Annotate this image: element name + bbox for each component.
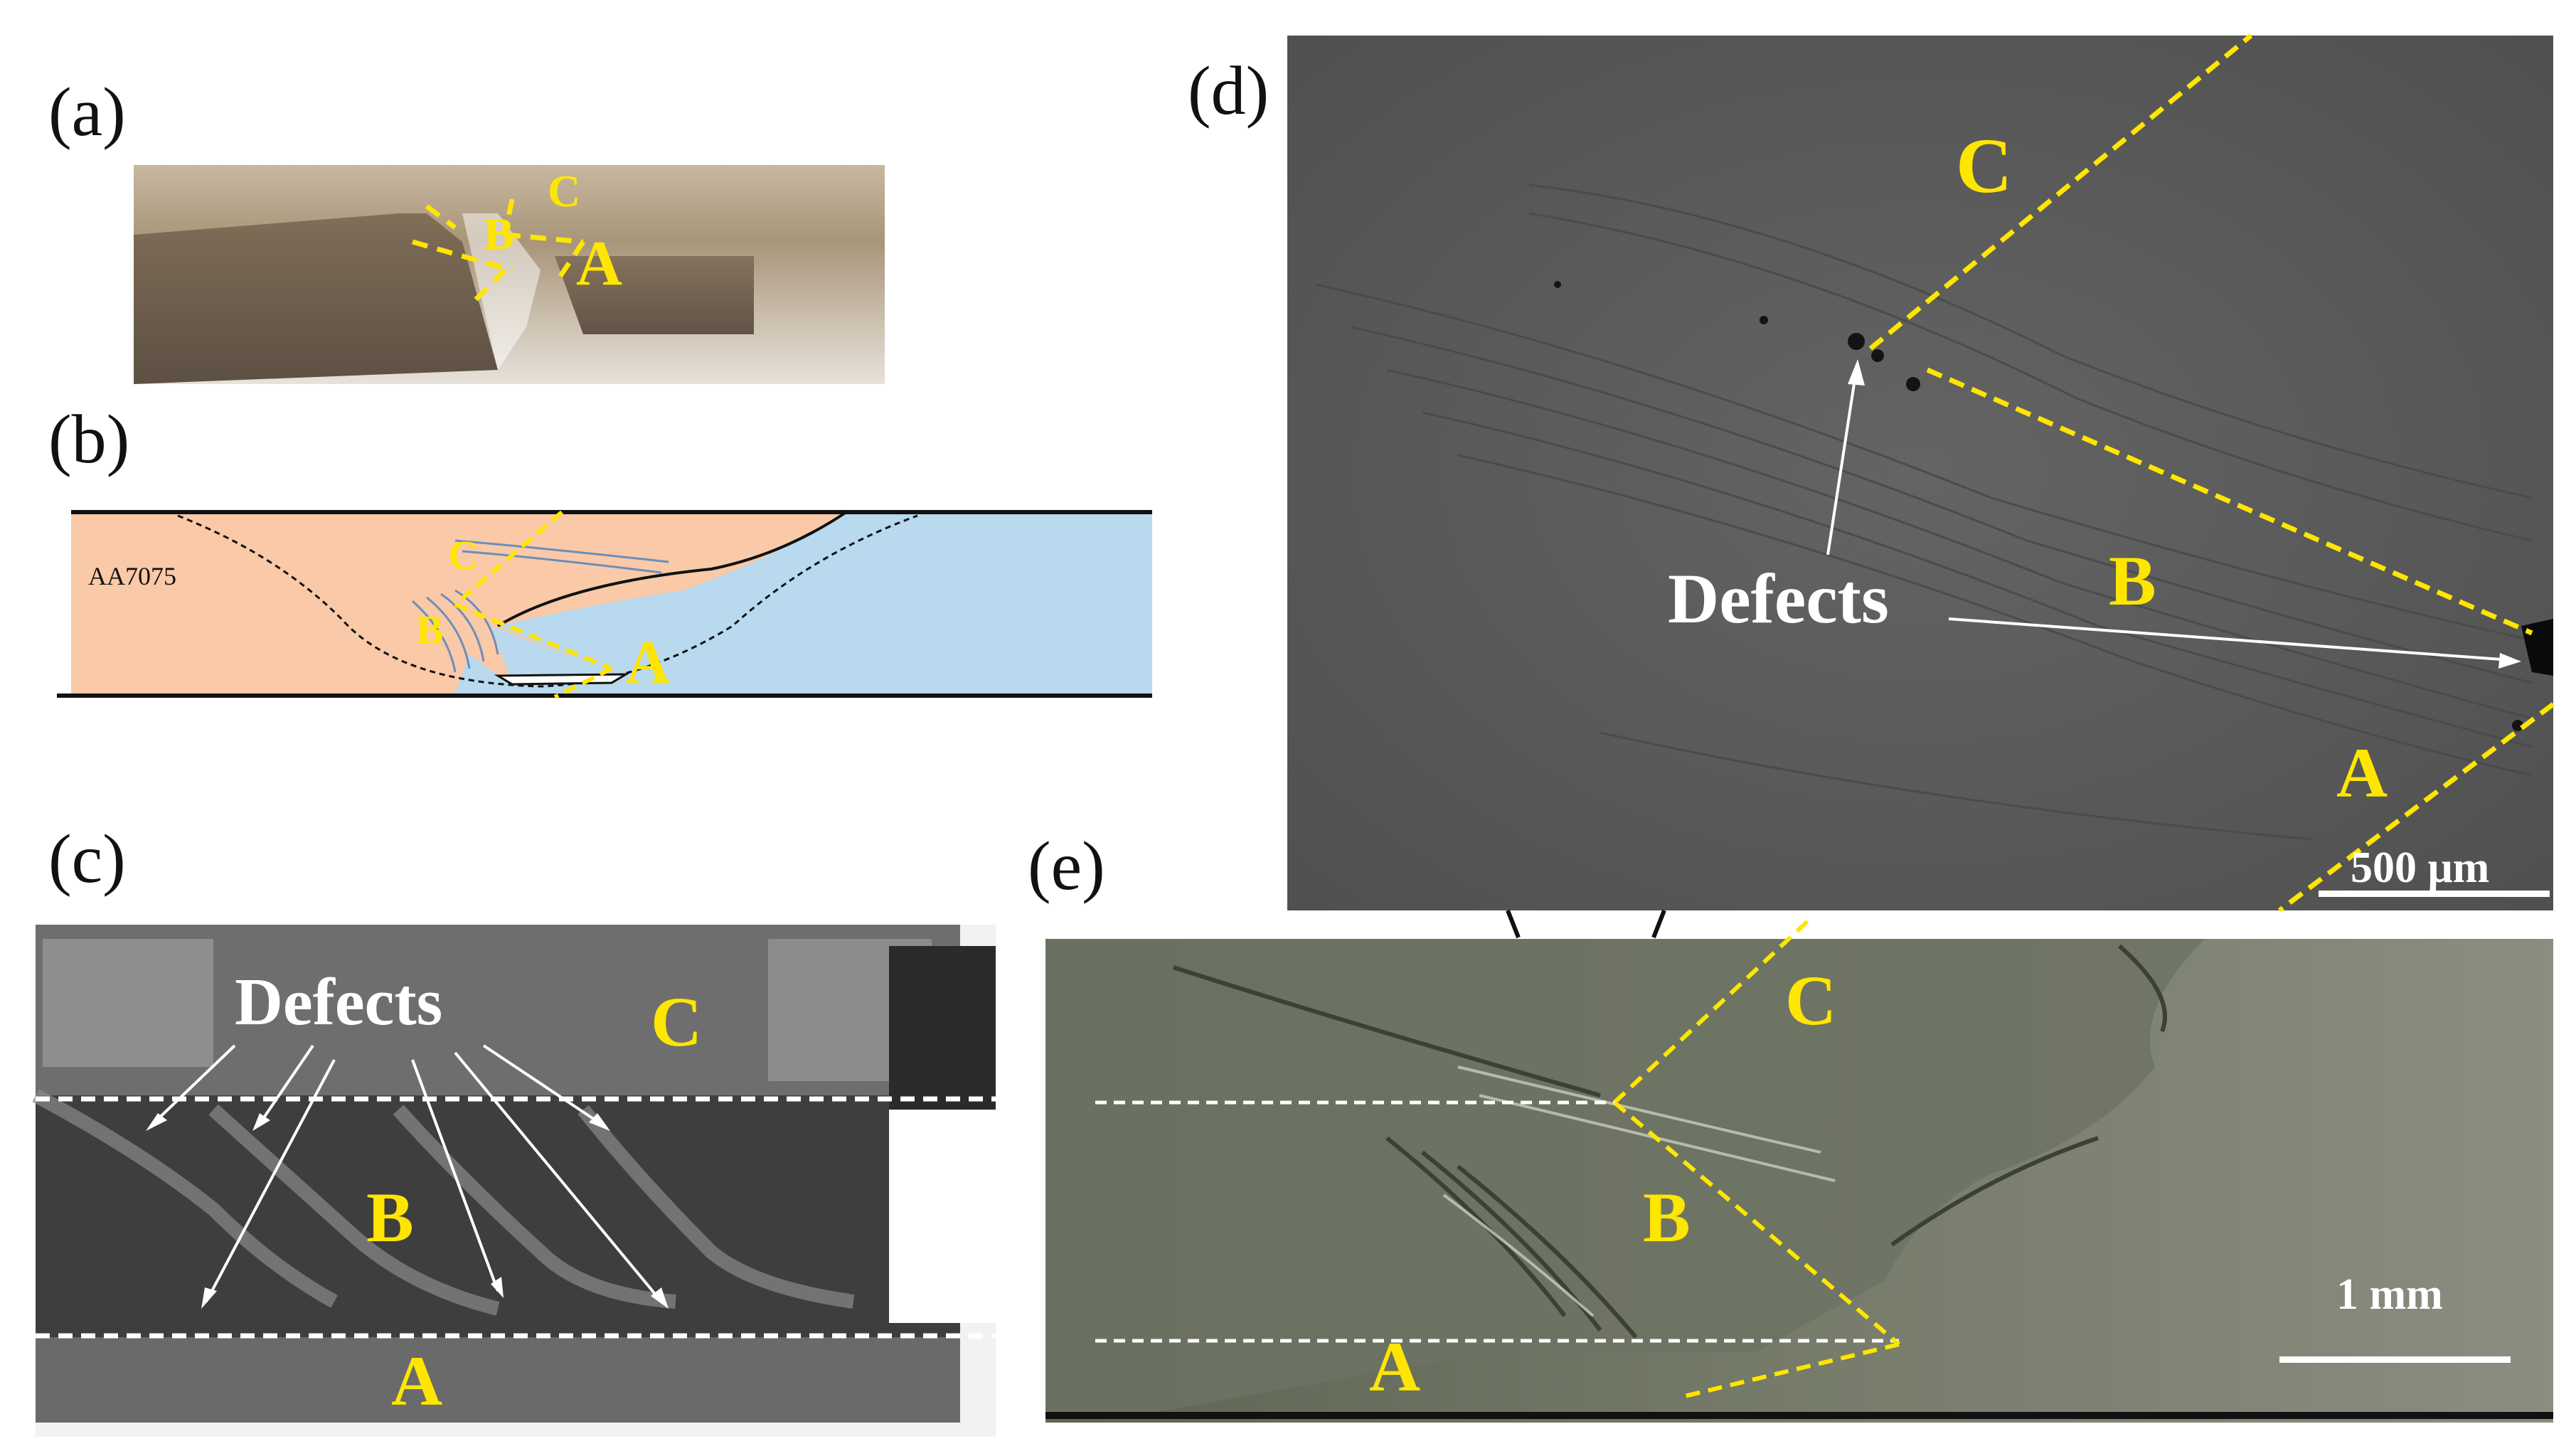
- panel-a-zone-a: A: [576, 228, 622, 299]
- panel-d-defect-arrows: [1826, 369, 2511, 661]
- panel-e-letter: (e): [1028, 828, 1105, 905]
- panel-d-letter: (d): [1188, 53, 1269, 129]
- panel-b: (b) AA7075 C B A: [48, 401, 1152, 699]
- panel-d-zone-b: B: [2109, 541, 2156, 620]
- panel-e-scale-label: 1 mm: [2336, 1270, 2443, 1319]
- panel-e: (e): [1028, 828, 2553, 1423]
- panel-c-zone-b: B: [366, 1178, 414, 1257]
- panel-d: (d): [1188, 33, 2555, 913]
- panel-d-zone-c: C: [1956, 122, 2012, 209]
- panel-b-zone-c: C: [448, 532, 478, 578]
- panel-e-zone-b: B: [1643, 1178, 1691, 1257]
- panel-b-zone-b: B: [416, 607, 444, 653]
- panel-b-schematic: [57, 510, 1152, 698]
- panel-c-zone-lines: [36, 1096, 996, 1339]
- panel-c-defects-label: Defects: [235, 965, 442, 1039]
- panel-a: (a) B C A: [48, 74, 885, 384]
- panel-b-zone-lines: [454, 510, 613, 699]
- panel-d-scale-bar: [2319, 891, 2550, 897]
- panel-c-zone-c: C: [651, 982, 702, 1061]
- panel-d-scale-label: 500 μm: [2351, 844, 2489, 892]
- panel-c: (c): [32, 821, 996, 1437]
- panel-b-letter: (b): [48, 401, 129, 478]
- panel-c-letter: (c): [48, 821, 126, 898]
- panel-e-zone-a: A: [1369, 1327, 1420, 1406]
- panel-c-image: [32, 925, 996, 1437]
- panel-a-zone-c: C: [548, 166, 580, 216]
- panel-d-defect-arrowheads: [1848, 359, 2521, 669]
- panel-d-zone-lines: [1868, 33, 2555, 913]
- panel-e-zone-lines-white: [1095, 1100, 1899, 1343]
- panel-c-zone-a: A: [391, 1341, 442, 1420]
- panel-a-zone-b: B: [484, 208, 514, 259]
- panel-e-zone-lines-yellow: [1612, 917, 1900, 1400]
- panel-c-defect-arrowheads: [146, 1113, 669, 1309]
- panel-a-photo: [134, 165, 885, 384]
- panel-b-alloy-label: AA7075: [88, 562, 176, 590]
- panel-b-zone-a: A: [626, 628, 670, 696]
- panel-d-zone-a: A: [2336, 733, 2388, 812]
- panel-d-image: [1287, 36, 2553, 910]
- panel-a-letter: (a): [48, 74, 126, 151]
- panel-d-defects-label: Defects: [1668, 559, 1889, 638]
- panel-c-defect-arrows: [151, 1044, 663, 1303]
- panel-e-zone-c: C: [1785, 961, 1836, 1040]
- panel-e-scale-bar: [2279, 1356, 2511, 1363]
- panel-a-zone-lines: [412, 198, 585, 308]
